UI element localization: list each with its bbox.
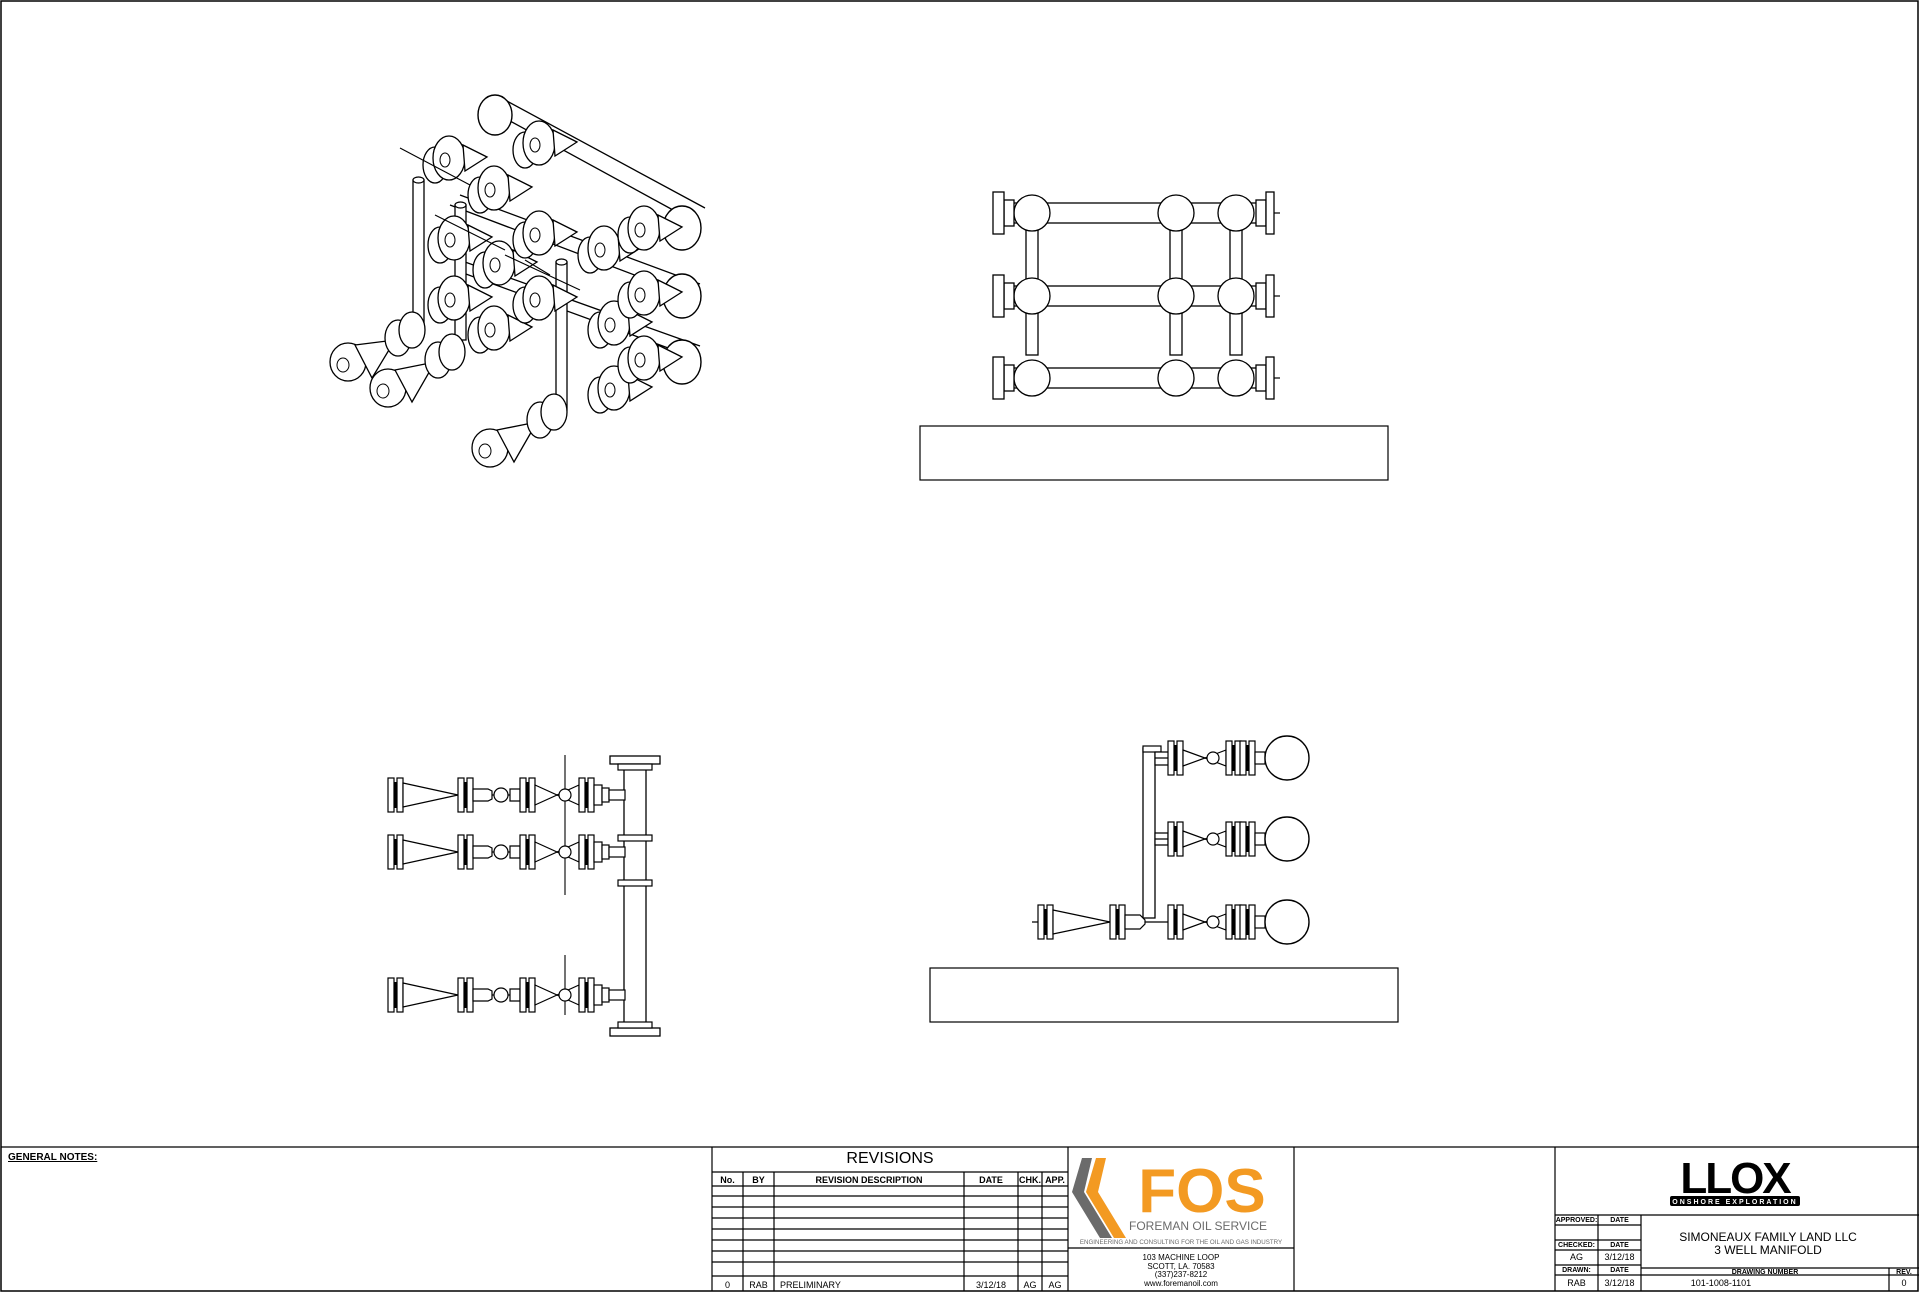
plan-view <box>919 191 1389 481</box>
llox-logo-tagline: ONSHORE EXPLORATION <box>1672 1199 1797 1206</box>
rev-header-app: APP. <box>1045 1175 1065 1185</box>
project-line-2: 3 WELL MANIFOLD <box>1714 1243 1822 1257</box>
approved-label: APPROVED: <box>1555 1217 1598 1224</box>
rev-header-no: No. <box>720 1175 735 1185</box>
address-line-1: 103 MACHINE LOOP <box>1142 1253 1220 1262</box>
rev-label: REV. <box>1896 1269 1912 1276</box>
drawn-date: 3/12/18 <box>1604 1278 1635 1288</box>
title-block-lines <box>1 1146 1919 1291</box>
drawing-number-label: DRAWING NUMBER <box>1731 1269 1799 1276</box>
rev-row-description: PRELIMINARY <box>780 1280 841 1290</box>
checked-by: AG <box>1569 1252 1583 1262</box>
rev-row-date: 3/12/18 <box>975 1280 1007 1290</box>
approved-date-label: DATE <box>1610 1217 1629 1224</box>
company-address: 103 MACHINE LOOP SCOTT, LA. 70583 (337)2… <box>1070 1253 1292 1288</box>
llox-logo: LLOX ONSHORE EXPLORATION <box>1670 1155 1800 1206</box>
side-view-left <box>388 755 661 1037</box>
drawn-by: RAB <box>1567 1278 1586 1288</box>
drawn-date-label: DATE <box>1610 1267 1629 1274</box>
rev-number: 0 <box>1901 1278 1907 1288</box>
isometric-view <box>329 94 706 468</box>
llox-logo-text: LLOX <box>1680 1155 1791 1203</box>
address-line-3: (337)237-8212 <box>1154 1270 1208 1279</box>
company-name: FOREMAN OIL SERVICE <box>1129 1219 1267 1233</box>
drawn-label: DRAWN: <box>1562 1267 1591 1274</box>
rev-header-description: REVISION DESCRIPTION <box>815 1175 923 1185</box>
rev-row-chk: AG <box>1023 1280 1037 1290</box>
checked-date-label: DATE <box>1610 1242 1629 1249</box>
checked-date: 3/12/18 <box>1604 1252 1635 1262</box>
rev-row-no: 0 <box>724 1280 730 1290</box>
drawing-number: 101-1008-1101 <box>1690 1278 1752 1288</box>
checked-label: CHECKED: <box>1558 1242 1595 1249</box>
fos-logo-text: FOS <box>1138 1157 1265 1226</box>
company-tagline: ENGINEERING AND CONSULTING FOR THE OIL A… <box>1080 1239 1282 1246</box>
address-line-4: www.foremanoil.com <box>1144 1278 1218 1288</box>
address-line-2: SCOTT, LA. 70583 <box>1147 1261 1215 1271</box>
general-notes-label: GENERAL NOTES: <box>8 1152 98 1163</box>
project-name: SIMONEAUX FAMILY LAND LLC 3 WELL MANIFOL… <box>1643 1231 1893 1257</box>
rev-header-date: DATE <box>979 1175 1003 1185</box>
fos-logo: FOS FOREMAN OIL SERVICE ENGINEERING AND … <box>1072 1157 1282 1246</box>
rev-row-app: AG <box>1048 1280 1062 1290</box>
rev-row-by: RAB <box>749 1280 768 1290</box>
revisions-title: REVISIONS <box>846 1150 934 1167</box>
side-view-right <box>929 0 1399 1023</box>
rev-header-chk: CHK. <box>1019 1175 1041 1185</box>
project-line-1: SIMONEAUX FAMILY LAND LLC <box>1679 1230 1857 1244</box>
rev-header-by: BY <box>752 1175 765 1185</box>
